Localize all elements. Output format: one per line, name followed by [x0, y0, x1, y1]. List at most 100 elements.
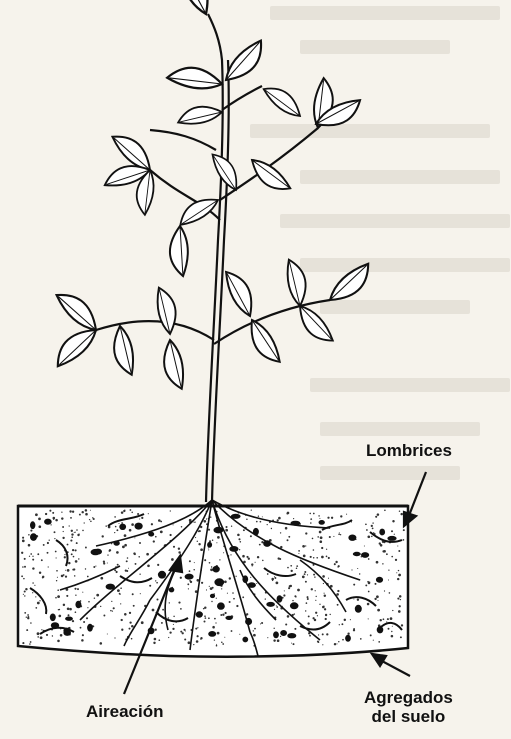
soil-speckle	[319, 518, 320, 519]
soil-speckle	[305, 545, 306, 546]
soil-speckle	[63, 531, 64, 532]
soil-speckle	[74, 588, 76, 590]
soil-speckle	[109, 550, 111, 552]
soil-speckle	[322, 633, 324, 635]
soil-speckle	[337, 590, 339, 592]
soil-speckle	[29, 556, 30, 557]
soil-speckle	[124, 544, 127, 547]
soil-speckle	[251, 509, 252, 510]
soil-speckle	[158, 519, 161, 522]
soil-speckle	[209, 586, 210, 587]
soil-speckle	[102, 535, 104, 537]
soil-aggregate	[361, 552, 369, 558]
soil-speckle	[124, 534, 127, 537]
soil-speckle	[29, 643, 31, 645]
soil-speckle	[180, 577, 182, 579]
soil-speckle	[125, 569, 127, 571]
soil-speckle	[321, 556, 324, 559]
soil-speckle	[261, 622, 263, 624]
soil-speckle	[24, 595, 25, 596]
soil-speckle	[70, 540, 72, 542]
soil-speckle	[46, 634, 48, 636]
soil-speckle	[116, 551, 119, 554]
soil-speckle	[335, 561, 337, 563]
soil-speckle	[227, 593, 228, 594]
soil-speckle	[206, 518, 207, 519]
soil-speckle	[242, 555, 245, 558]
soil-speckle	[199, 530, 201, 532]
soil-speckle	[262, 516, 263, 517]
soil-speckle	[265, 598, 266, 599]
soil-speckle	[329, 614, 330, 615]
soil-speckle	[114, 532, 115, 533]
soil-speckle	[61, 575, 64, 578]
soil-speckle	[374, 598, 376, 600]
soil-speckle	[277, 639, 280, 642]
soil-speckle	[208, 549, 209, 550]
soil-speckle	[340, 534, 341, 535]
soil-speckle	[325, 618, 327, 620]
soil-speckle	[71, 530, 73, 532]
soil-speckle	[93, 566, 95, 568]
soil-speckle	[324, 608, 326, 610]
soil-speckle	[216, 645, 218, 647]
soil-speckle	[372, 522, 373, 523]
soil-speckle	[324, 594, 326, 596]
soil-speckle	[87, 607, 88, 608]
soil-speckle	[296, 565, 298, 567]
soil-speckle	[296, 567, 298, 569]
soil-aggregate	[345, 635, 351, 642]
soil-speckle	[274, 577, 276, 579]
soil-speckle	[298, 550, 300, 552]
soil-speckle	[43, 544, 45, 546]
soil-speckle	[370, 634, 372, 636]
soil-speckle	[146, 553, 149, 556]
soil-speckle	[107, 554, 108, 555]
soil-speckle	[386, 553, 388, 555]
soil-aggregate	[135, 523, 143, 530]
soil-speckle	[77, 588, 79, 590]
soil-speckle	[351, 569, 352, 570]
soil-speckle	[368, 582, 371, 585]
soil-speckle	[195, 628, 197, 630]
soil-speckle	[160, 521, 162, 523]
soil-speckle	[138, 556, 140, 558]
soil-speckle	[204, 606, 206, 608]
soil-speckle	[267, 573, 269, 575]
soil-speckle	[284, 590, 285, 591]
soil-speckle	[336, 593, 339, 596]
soil-speckle	[262, 560, 264, 562]
soil-speckle	[377, 609, 380, 612]
soil-speckle	[274, 609, 275, 610]
soil-speckle	[368, 618, 369, 619]
soil-speckle	[197, 635, 199, 637]
soil-aggregate	[65, 617, 73, 621]
soil-speckle	[273, 639, 275, 641]
soil-speckle	[242, 596, 244, 598]
soil-speckle	[195, 537, 196, 538]
soil-speckle	[110, 610, 112, 612]
soil-speckle	[112, 610, 113, 611]
soil-speckle	[224, 637, 225, 638]
soil-speckle	[118, 523, 119, 524]
soil-speckle	[149, 585, 151, 587]
soil-speckle	[103, 615, 105, 617]
soil-speckle	[214, 639, 215, 640]
soil-speckle	[71, 536, 73, 538]
soil-speckle	[292, 600, 293, 601]
soil-aggregate	[387, 536, 396, 541]
soil-aggregates-arrow	[372, 654, 410, 676]
soil-speckle	[56, 580, 57, 581]
soil-speckle	[57, 595, 60, 598]
soil-aggregate	[185, 574, 194, 580]
soil-speckle	[329, 536, 331, 538]
soil-speckle	[47, 542, 49, 544]
soil-speckle	[54, 538, 55, 539]
soil-speckle	[267, 524, 268, 525]
soil-speckle	[75, 611, 77, 613]
soil-speckle	[153, 540, 155, 542]
soil-speckle	[365, 523, 367, 525]
soil-speckle	[57, 640, 60, 643]
soil-speckle	[288, 536, 290, 538]
soil-speckle	[214, 618, 216, 620]
